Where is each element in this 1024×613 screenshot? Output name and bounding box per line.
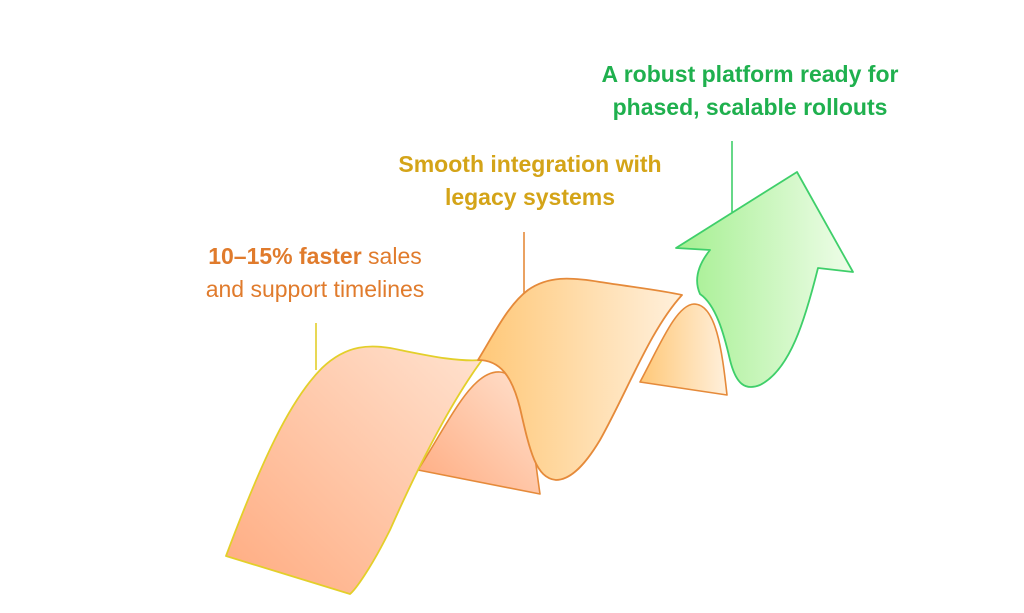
step-2-label: Smooth integration with legacy systems bbox=[360, 148, 700, 214]
step-1-highlight: 10–15% faster bbox=[208, 243, 362, 269]
step-1-line-1: 10–15% faster sales bbox=[150, 240, 480, 273]
ribbon-segment-2 bbox=[477, 277, 683, 481]
step-3-label: A robust platform ready for phased, scal… bbox=[570, 58, 930, 124]
step-3-line-1: A robust platform ready for bbox=[601, 61, 899, 87]
step-2-line-2: legacy systems bbox=[444, 184, 616, 210]
step-2-line-1: Smooth integration with bbox=[398, 151, 662, 177]
ribbon-segment-1 bbox=[225, 345, 483, 595]
ribbon-segment-2-back bbox=[639, 303, 728, 396]
step-1-text: sales bbox=[361, 243, 422, 269]
growth-arrow bbox=[675, 171, 854, 388]
step-1-label: 10–15% faster sales and support timeline… bbox=[150, 240, 480, 306]
step-3-line-2: phased, scalable rollouts bbox=[612, 94, 888, 120]
step-1-line-2: and support timelines bbox=[205, 276, 425, 302]
